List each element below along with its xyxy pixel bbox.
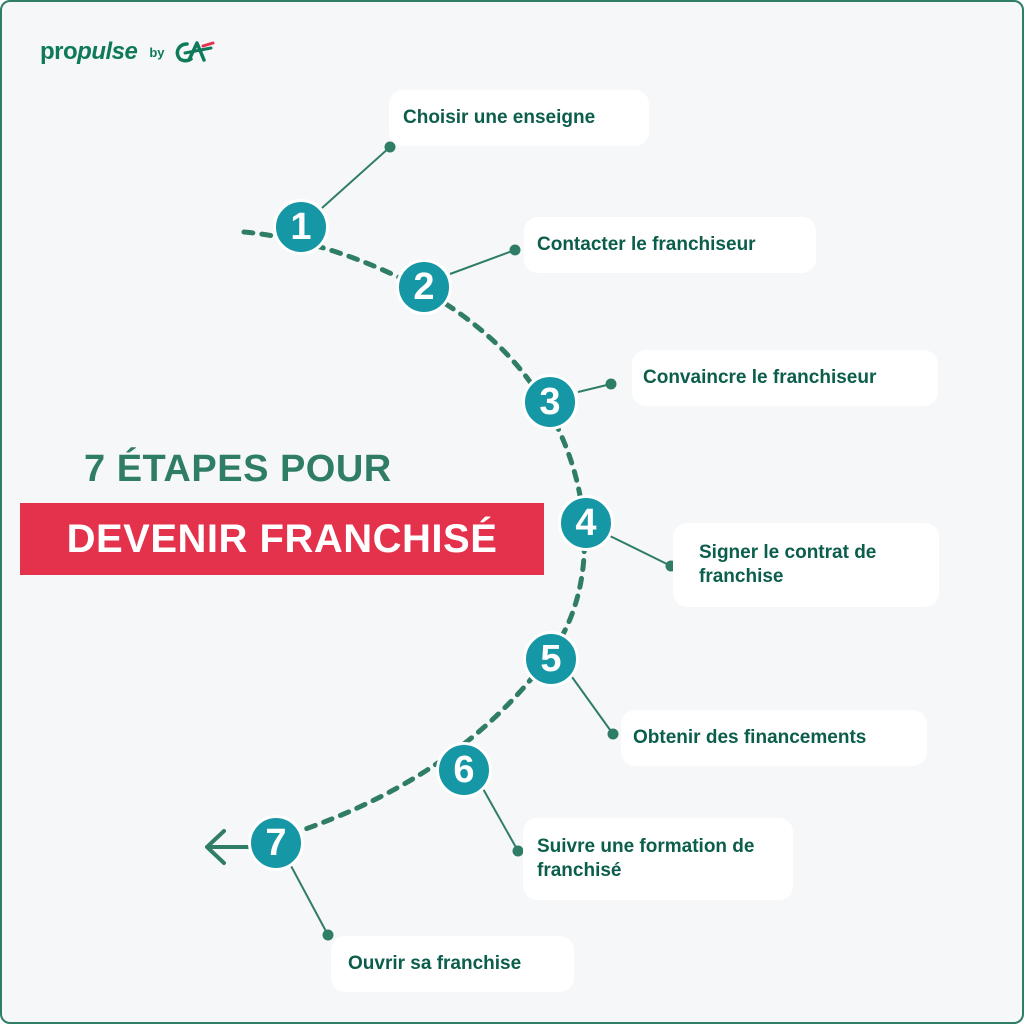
step-3-number: 3	[522, 374, 578, 430]
logo-by: by	[149, 44, 165, 60]
step-6-card: Suivre une formation de franchisé	[523, 818, 793, 900]
step-6-number: 6	[436, 742, 492, 798]
step-2-number: 2	[396, 259, 452, 315]
step-4-card: Signer le contrat de franchise	[673, 523, 939, 607]
step-1-card: Choisir une enseigne	[389, 90, 649, 146]
step-3-card: Convaincre le franchiseur	[632, 350, 938, 406]
title-line-2: DEVENIR FRANCHISÉ	[66, 516, 498, 561]
step-7-card: Ouvrir sa franchise	[331, 936, 574, 992]
title-banner: DEVENIR FRANCHISÉ	[20, 503, 544, 575]
step-7-number: 7	[248, 815, 304, 871]
connector-lines	[289, 141, 677, 941]
step-4-number: 4	[558, 495, 614, 551]
title-line-1: 7 ÉTAPES POUR	[84, 448, 392, 490]
logo-wordmark: propulse	[40, 38, 138, 65]
dotted-path	[241, 229, 587, 840]
step-2-card: Contacter le franchiseur	[524, 217, 816, 273]
arrow-left-icon	[205, 829, 250, 865]
credit-agricole-logo	[175, 41, 215, 63]
propulse-logo: propulse by	[40, 38, 217, 66]
step-1-number: 1	[273, 199, 329, 255]
step-5-number: 5	[523, 631, 579, 687]
step-5-card: Obtenir des financements	[621, 710, 927, 766]
